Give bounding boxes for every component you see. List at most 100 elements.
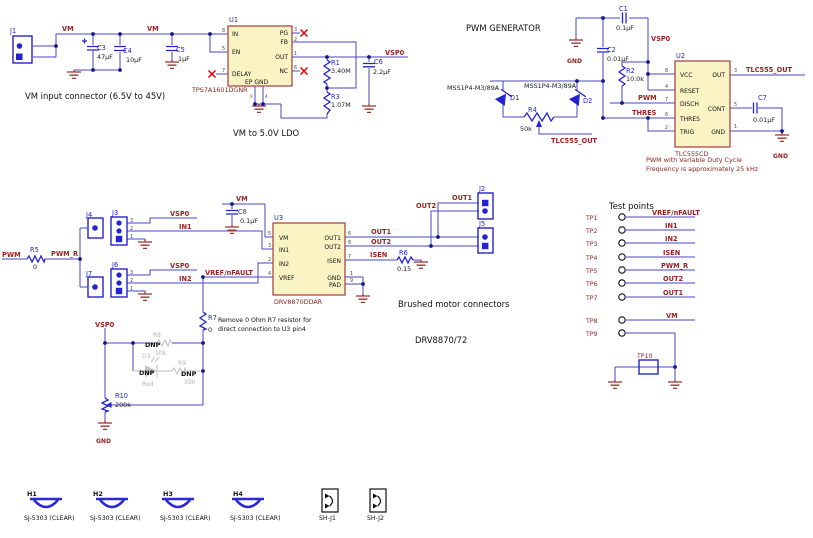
tp1-label: TP1: [585, 215, 598, 222]
net-tlc555out-2: TLC555_OUT: [746, 66, 793, 74]
d3-led-dnp: [145, 356, 160, 378]
r10-ref: R10: [115, 392, 128, 400]
u2-pnum-1: 1: [734, 124, 737, 130]
u1-pin-delay: DELAY: [232, 71, 252, 78]
tp2-test-point: [618, 226, 626, 234]
tp8-label: TP8: [585, 318, 598, 325]
u2-ref: U2: [676, 52, 685, 60]
r9-ref: R9: [178, 360, 186, 367]
u2-pin-vcc: VCC: [680, 72, 692, 79]
tp5-test-point: [618, 266, 626, 274]
u1-pnum-1: 1: [294, 51, 297, 57]
tp-net-out2: OUT2: [663, 275, 683, 283]
gnd-label-2: GND: [773, 153, 788, 160]
tp-net-isen: ISEN: [663, 249, 680, 257]
u3-pin-gnd: GND: [327, 275, 341, 282]
u1-pin-en: EN: [232, 49, 240, 56]
u1-pnum-9: 9: [250, 94, 253, 99]
r4-ref: R4: [528, 106, 537, 114]
u2-pin-cont: CONT: [708, 106, 725, 113]
tp9-test-point: [618, 329, 626, 337]
u1-ldo-body: [227, 25, 293, 87]
r2-val: 10.0k: [626, 75, 644, 83]
d2-part: MSS1P4-M3/89A: [524, 82, 577, 90]
j2-ref: J2: [478, 185, 485, 193]
ground-symbol: [224, 224, 240, 235]
u2-pnum-2: 2: [665, 125, 668, 131]
net-vref-nfault-1: VREF/nFAULT: [205, 269, 253, 277]
u1-pnum-3: 3: [294, 27, 297, 33]
tp10-label: TP10: [636, 353, 652, 360]
tp10-test-point: [638, 359, 659, 375]
r3-val: 1.07M: [331, 101, 351, 109]
net-pwm-1: PWM: [638, 94, 657, 102]
r7-val: 0: [208, 326, 212, 334]
r7-note-1: Remove 0 Ohm R7 resistor for: [218, 317, 312, 324]
u1-pin-out: OUT: [275, 54, 288, 61]
u3-pin-out1: OUT1: [324, 235, 341, 242]
c5-ref: C5: [176, 46, 185, 54]
c4-val: 10µF: [126, 56, 142, 64]
u2-pnum-5: 5: [734, 102, 737, 108]
r8-ref: R8: [153, 332, 161, 339]
net-in1: IN1: [179, 223, 192, 231]
j7-ref: J7: [85, 270, 92, 278]
net-vsp0-5: VSP0: [95, 321, 115, 329]
u2-part: TLC555CD: [674, 150, 709, 158]
net-vsp0-3: VSP0: [170, 210, 190, 218]
u2-note-2: Frequency is approximately 25 kHz: [646, 165, 759, 173]
tp-net-pwmr: PWM_R: [661, 262, 688, 270]
ground-symbol: [361, 103, 377, 114]
u2-note-1: PWM with Variable Duty Cycle: [646, 156, 742, 164]
j1-ref: J1: [9, 27, 16, 35]
tp3-test-point: [618, 239, 626, 247]
r4-potentiometer: [523, 111, 555, 134]
net-vm-1: VM: [62, 25, 74, 33]
r7-ref: R7: [208, 314, 217, 322]
junction-dots: [54, 16, 784, 373]
j3-ref: J3: [111, 209, 118, 217]
ground-symbol: [137, 239, 153, 250]
net-in2: IN2: [179, 275, 192, 283]
u1-ref: U1: [229, 16, 238, 24]
h4-part: SJ-5303 (CLEAR): [230, 515, 281, 522]
c2-capacitor: [597, 47, 609, 53]
c5-val: 1µF: [178, 55, 190, 63]
r4-val: 50k: [520, 125, 532, 133]
ground-symbol: [97, 420, 113, 431]
h2-ref: H2: [93, 490, 103, 498]
net-tlc555out-1: TLC555_OUT: [551, 137, 598, 145]
tp-net-vm: VM: [666, 312, 678, 320]
h1-bumper: [30, 497, 62, 509]
u3-pnum-2: 2: [268, 257, 271, 263]
tp-net-in2: IN2: [665, 235, 678, 243]
net-thres: THRES: [632, 109, 657, 117]
caption-vm-input: VM input connector (6.5V to 45V): [25, 91, 165, 101]
d1-part: MSS1P4-M3/89A: [447, 84, 500, 92]
caption-ldo: VM to 5.0V LDO: [233, 128, 300, 138]
r10-potentiometer: [100, 397, 113, 413]
h3-ref: H3: [163, 490, 173, 498]
h1-part: SJ-5303 (CLEAR): [24, 515, 75, 522]
u3-driver-body: [272, 222, 346, 296]
u3-pnum-3: 3: [268, 243, 271, 249]
tp6-test-point: [618, 279, 626, 287]
u1-pnum-7: 7: [222, 68, 225, 74]
h2-part: SJ-5303 (CLEAR): [90, 515, 141, 522]
caption-pwm-gen: PWM GENERATOR: [466, 23, 541, 33]
ground-symbol: [568, 37, 584, 48]
tp1-test-point: [618, 213, 626, 221]
d3-val: Red: [142, 381, 154, 388]
u3-pin-vref: VREF: [279, 275, 295, 282]
r1-resistor: [322, 59, 332, 85]
r1-val: 3.40M: [331, 67, 351, 75]
u1-pnum-5: 5: [222, 46, 225, 52]
h4-bumper: [232, 497, 264, 509]
net-vsp0-1: VSP0: [385, 49, 405, 57]
net-out2-1: OUT2: [371, 238, 391, 246]
j5-motor-connector: [477, 227, 494, 254]
r8-val: 10k: [155, 350, 167, 357]
c8-ref: C8: [238, 208, 247, 216]
j4-jumper: [87, 217, 104, 239]
